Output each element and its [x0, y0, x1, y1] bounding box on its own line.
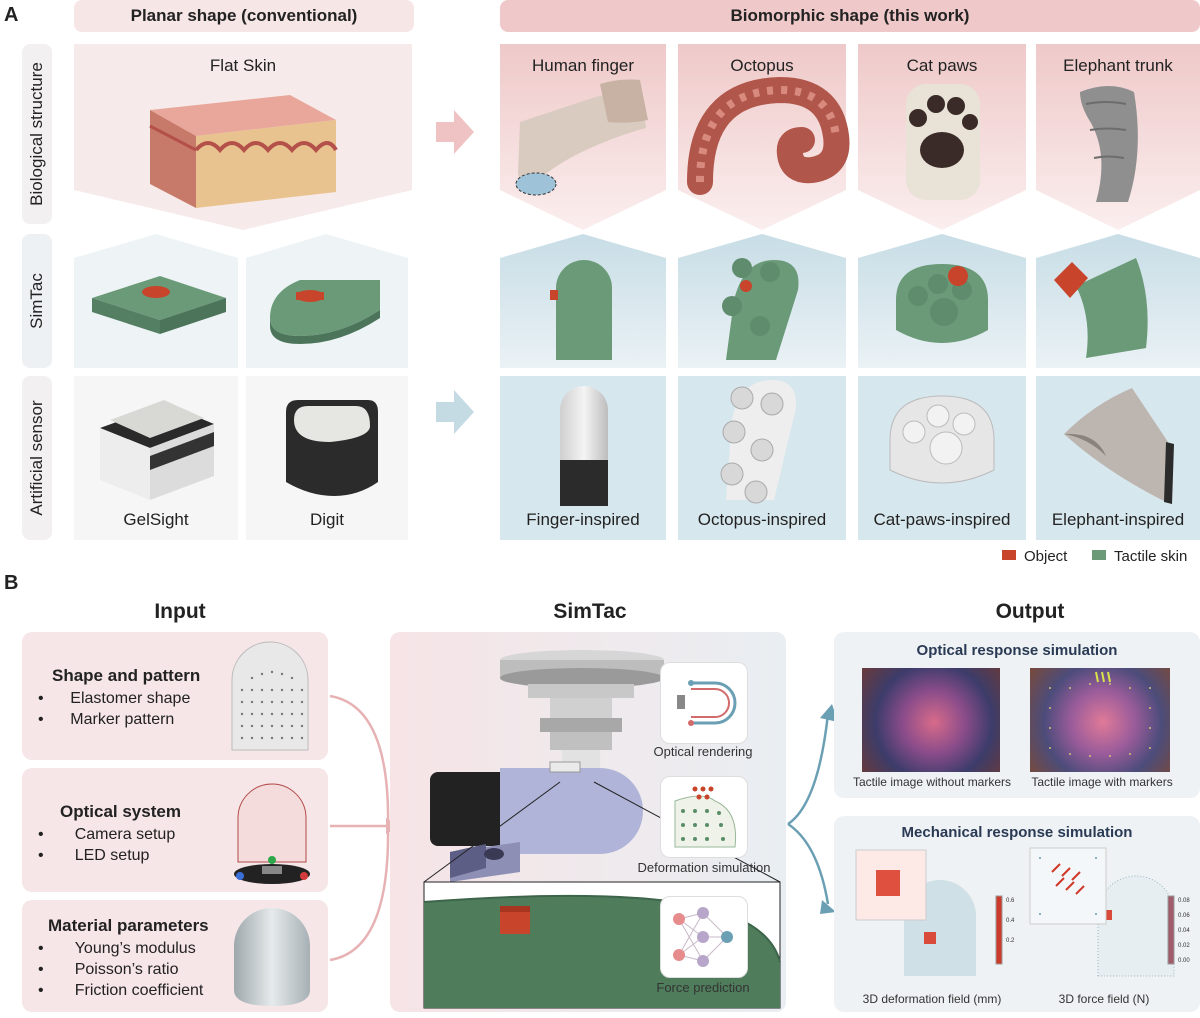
force-prediction-box: [660, 896, 748, 978]
simtac-card: Optical rendering Deformation simulation…: [390, 632, 786, 1012]
material-model: [234, 908, 310, 1006]
input-card-shape: Shape and pattern • Elastomer shape • Ma…: [22, 632, 328, 760]
human-finger-image: [515, 79, 648, 196]
legend-skin-swatch: [1092, 550, 1106, 560]
simtac-elephant-model: [1054, 258, 1148, 358]
header-planar: Planar shape (conventional): [74, 0, 414, 32]
mechanical-output-title: Mechanical response simulation: [901, 824, 1133, 841]
label-elephant-trunk: Elephant trunk: [1063, 56, 1173, 75]
optical-rendering-icon: [677, 680, 737, 726]
svg-text:0.04: 0.04: [1178, 928, 1190, 934]
simtac-gelsight-model: [92, 276, 226, 334]
module-force-prediction: Force prediction: [656, 980, 750, 995]
cat-paw-image: [906, 84, 980, 200]
marker-dots: [1049, 671, 1151, 757]
octopus-image: [687, 76, 850, 195]
row-label-biological: Biological structure: [22, 44, 52, 224]
input-items-optical: • Camera setup • LED setup: [38, 826, 176, 864]
elastomer-shape-model: [231, 641, 309, 751]
panel-a-graphics: [74, 44, 1200, 560]
input-title-optical: Optical system: [60, 802, 181, 821]
label-catpaws-inspired: Cat-paws-inspired: [873, 510, 1011, 529]
optical-rendering-box: [660, 662, 748, 744]
simtac-digit-model: [270, 280, 380, 344]
input-title-material: Material parameters: [48, 916, 209, 935]
optical-output-card: Optical response simulation Tactile imag…: [834, 632, 1200, 798]
simtac-catpaw-model: [896, 264, 988, 343]
module-deformation: Deformation simulation: [637, 860, 771, 875]
module-optical-rendering: Optical rendering: [653, 744, 753, 759]
svg-text:0.08: 0.08: [1178, 898, 1190, 904]
octopus-inspired-sensor: [720, 380, 797, 504]
input-title-shape: Shape and pattern: [52, 666, 201, 685]
legend-object-label: Object: [1024, 548, 1068, 565]
label-gelsight: GelSight: [123, 510, 189, 529]
simtac-octopus-model: [722, 258, 799, 360]
row-label-simtac: SimTac: [22, 234, 52, 368]
elephant-trunk-image: [1080, 86, 1138, 202]
input-items-material: • Young’s modulus • Poisson’s ratio • Fr…: [38, 940, 204, 999]
svg-text:0.02: 0.02: [1178, 943, 1190, 949]
panel-b-connectors: [329, 694, 838, 962]
output-title: Output: [995, 600, 1065, 623]
tactile-image-no-markers: [862, 668, 1000, 772]
caption-force: 3D force field (N): [1058, 992, 1150, 1006]
label-cat-paws: Cat paws: [906, 56, 978, 75]
label-octopus-inspired: Octopus-inspired: [697, 510, 827, 529]
input-card-material: Material parameters • Young’s modulus • …: [22, 900, 328, 1012]
simtac-finger-model: [550, 260, 612, 360]
legend-skin-label: Tactile skin: [1114, 548, 1188, 565]
label-finger-inspired: Finger-inspired: [526, 510, 640, 529]
mechanical-fields: 0.6 0.4 0.2 0.08 0.06 0.04 0.02 0.00: [855, 847, 1190, 977]
svg-text:0.6: 0.6: [1006, 898, 1015, 904]
neural-network-icon: [673, 907, 733, 967]
deformation-icon: [674, 786, 737, 848]
label-human-finger: Human finger: [531, 56, 635, 75]
digit-sensor: [286, 400, 378, 496]
label-digit: Digit: [309, 510, 344, 529]
svg-text:0.00: 0.00: [1178, 958, 1190, 964]
tactile-image-markers: [1030, 668, 1170, 772]
input-card-optical: Optical system • Camera setup • LED setu…: [22, 768, 328, 892]
header-biomorphic: Biomorphic shape (this work): [500, 0, 1200, 32]
svg-text:0.4: 0.4: [1006, 918, 1015, 924]
caption-markers: Tactile image with markers: [1031, 775, 1173, 789]
deformation-box: [660, 776, 748, 858]
panel-b-letter: B: [4, 572, 19, 594]
caption-deformation: 3D deformation field (mm): [862, 992, 1002, 1006]
svg-text:0.2: 0.2: [1006, 938, 1015, 944]
catpaws-inspired-sensor: [889, 395, 995, 484]
panel-a-letter: A: [4, 4, 19, 26]
row-label-artificial: Artificial sensor: [22, 376, 52, 540]
optical-system-model: [234, 783, 310, 884]
label-octopus: Octopus: [730, 56, 794, 75]
caption-no-markers: Tactile image without markers: [852, 775, 1012, 789]
flat-skin-image: [149, 95, 338, 208]
elephant-inspired-sensor: [1064, 388, 1174, 504]
label-elephant-inspired: Elephant-inspired: [1051, 510, 1185, 529]
legend-object-swatch: [1002, 550, 1016, 560]
simtac-title: SimTac: [553, 600, 627, 623]
input-items-shape: • Elastomer shape • Marker pattern: [38, 690, 191, 728]
finger-inspired-sensor: [560, 386, 608, 506]
gelsight-sensor: [100, 400, 214, 500]
mechanical-output-card: Mechanical response simulation 0.6 0.4 0…: [834, 816, 1200, 1012]
label-flat-skin: Flat Skin: [209, 56, 277, 75]
input-title: Input: [154, 600, 206, 623]
optical-output-title: Optical response simulation: [916, 642, 1118, 659]
svg-text:0.06: 0.06: [1178, 913, 1190, 919]
